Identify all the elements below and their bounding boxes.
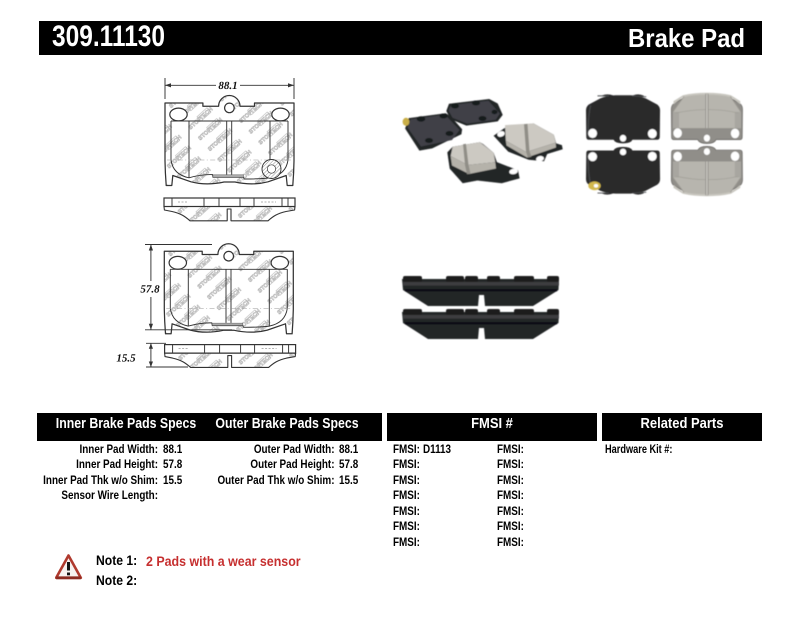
svg-text:57.8: 57.8 <box>140 284 160 296</box>
svg-text:88.1: 88.1 <box>218 80 237 92</box>
svg-text:15.5: 15.5 <box>116 353 136 365</box>
